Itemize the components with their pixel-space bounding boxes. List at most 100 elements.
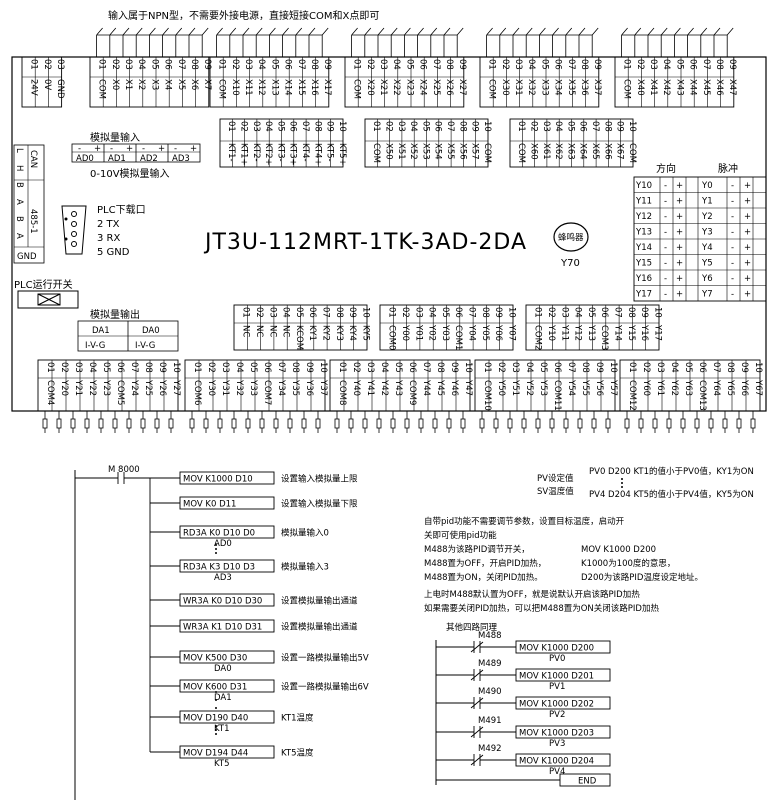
terminal-label: KY3 bbox=[334, 325, 344, 341]
terminal-number: 06 bbox=[283, 59, 293, 70]
analog-in-sign: + bbox=[94, 144, 101, 154]
terminal-number: 09 bbox=[470, 121, 480, 132]
terminal-number: 08 bbox=[714, 59, 724, 70]
terminal-number: 01 bbox=[622, 59, 632, 70]
terminal-label: X37 bbox=[592, 79, 602, 96]
terminal-number: 08 bbox=[725, 362, 735, 373]
terminal-number: 06 bbox=[453, 307, 463, 318]
legend-line-2: PV4 D204 KT5的值小于PV4值，KY5为ON bbox=[589, 489, 754, 500]
terminal-number: 08 bbox=[480, 307, 490, 318]
terminal-label: X36 bbox=[579, 79, 589, 96]
terminal-number: 05 bbox=[294, 307, 304, 318]
pulse-cell: Y16 bbox=[635, 274, 652, 284]
terminal-label: X45 bbox=[701, 79, 711, 96]
terminal-label: X26 bbox=[444, 79, 454, 96]
analog-in-title: 模拟量输入 bbox=[90, 131, 140, 144]
pulse-cell: - bbox=[731, 290, 734, 300]
terminal-number: 03 bbox=[559, 307, 569, 318]
terminal-number: 07 bbox=[431, 59, 441, 70]
terminal-number: 06 bbox=[433, 121, 443, 132]
terminal-label: Y36 bbox=[304, 379, 314, 396]
ladder-instruction: MOV K600 D31 bbox=[183, 683, 247, 693]
terminal-number: 04 bbox=[553, 121, 563, 132]
terminal-number: 09 bbox=[157, 362, 167, 373]
terminal-number: 09 bbox=[202, 59, 212, 70]
terminal-number: 10 bbox=[463, 362, 473, 373]
buzzer-icon bbox=[553, 222, 589, 252]
terminal-number: 04 bbox=[263, 121, 273, 132]
pulse-cell: - bbox=[664, 290, 667, 300]
terminal-number: 08 bbox=[290, 362, 300, 373]
terminal-number: 02 bbox=[351, 362, 361, 373]
terminal-label: X21 bbox=[378, 79, 388, 96]
terminal-number: 03 bbox=[655, 362, 665, 373]
terminal-label: X32 bbox=[526, 79, 536, 96]
terminal-label: COM10 bbox=[482, 380, 492, 411]
terminal-number: 01 bbox=[352, 59, 362, 70]
bottom-output-block-4: 01COM1002Y5003Y5104Y5205Y5306COM1107Y540… bbox=[474, 359, 618, 412]
terminal-label: COM3 bbox=[599, 325, 609, 350]
ladder-right-instruction: MOV K1000 D201 bbox=[519, 672, 594, 682]
terminal-number: 06 bbox=[697, 362, 707, 373]
terminal-number: 03 bbox=[55, 59, 65, 70]
terminal-number: 09 bbox=[322, 59, 332, 70]
terminal-label: COM bbox=[482, 143, 492, 163]
terminal-label: Y10 bbox=[546, 324, 556, 341]
run-switch[interactable] bbox=[17, 290, 79, 309]
terminal-label: KCOM bbox=[294, 325, 304, 350]
terminal-label: COM bbox=[352, 79, 362, 99]
terminal-label: X20 bbox=[365, 79, 375, 96]
terminal-label: Y66 bbox=[739, 379, 749, 396]
terminal-number: 02 bbox=[42, 59, 52, 70]
terminal-label: Y21 bbox=[73, 379, 83, 396]
terminal-label: X24 bbox=[418, 79, 428, 96]
terminal-number: 07 bbox=[466, 307, 476, 318]
terminal-number: 06 bbox=[418, 59, 428, 70]
terminal-label: Y41 bbox=[365, 379, 375, 396]
terminal-label: X2 bbox=[136, 79, 146, 90]
ladder-comment: 设置一路模拟量输出6V bbox=[281, 682, 369, 693]
terminal-number: 05 bbox=[275, 121, 285, 132]
terminal-number: 02 bbox=[400, 307, 410, 318]
terminal-number: 02 bbox=[206, 362, 216, 373]
terminal-number: 07 bbox=[320, 307, 330, 318]
pulse-cell: - bbox=[731, 181, 734, 191]
terminal-label: Y15 bbox=[626, 324, 636, 341]
can-pin: L bbox=[14, 148, 24, 153]
pulse-cell: - bbox=[731, 228, 734, 238]
terminal-number: 09 bbox=[615, 121, 625, 132]
terminal-number: 05 bbox=[440, 307, 450, 318]
can-pin: A bbox=[14, 199, 24, 205]
terminal-label: NC bbox=[254, 325, 264, 337]
pulse-cell: + bbox=[744, 243, 751, 253]
run-switch-label: PLC运行开关 bbox=[14, 278, 73, 291]
terminal-label: COM bbox=[97, 79, 107, 99]
ladder-right-contact: M491 bbox=[478, 716, 502, 726]
pulse-cell: + bbox=[676, 197, 683, 207]
can-gnd: GND bbox=[17, 252, 37, 262]
analog-in-sign: - bbox=[78, 144, 81, 154]
ladder-comment: KT5温度 bbox=[281, 748, 314, 759]
terminal-number: 05 bbox=[404, 59, 414, 70]
pulse-cell: - bbox=[664, 228, 667, 238]
top-terminal-block-4: 01COM02X2003X2104X2205X2306X2407X2508X26… bbox=[344, 56, 467, 108]
terminal-label: Y54 bbox=[566, 379, 576, 396]
ladder-right-sub-label: PV4 bbox=[549, 767, 565, 777]
terminal-number: 05 bbox=[269, 59, 279, 70]
terminal-label: X30 bbox=[500, 79, 510, 96]
terminal-label: X67 bbox=[615, 143, 625, 160]
terminal-label: Y33 bbox=[248, 379, 258, 396]
terminal-label: X12 bbox=[256, 79, 266, 96]
terminal-number: 02 bbox=[238, 121, 248, 132]
bottom-output-block-2: 01COM602Y3003Y3104Y3205Y3306COM707Y3408Y… bbox=[184, 359, 328, 412]
terminal-label: KY2 bbox=[320, 325, 330, 341]
terminal-number: 03 bbox=[267, 307, 277, 318]
terminal-label: Y32 bbox=[234, 379, 244, 396]
terminal-label: Y52 bbox=[524, 379, 534, 396]
ladder-right-contact: M488 bbox=[478, 631, 502, 641]
terminal-label: Y51 bbox=[510, 379, 520, 396]
pid-note-4: M488置为OFF，开启PID加热， bbox=[424, 558, 546, 569]
terminal-number: 04 bbox=[256, 59, 266, 70]
terminal-number: 10 bbox=[627, 121, 637, 132]
pulse-cell: Y12 bbox=[635, 212, 652, 222]
